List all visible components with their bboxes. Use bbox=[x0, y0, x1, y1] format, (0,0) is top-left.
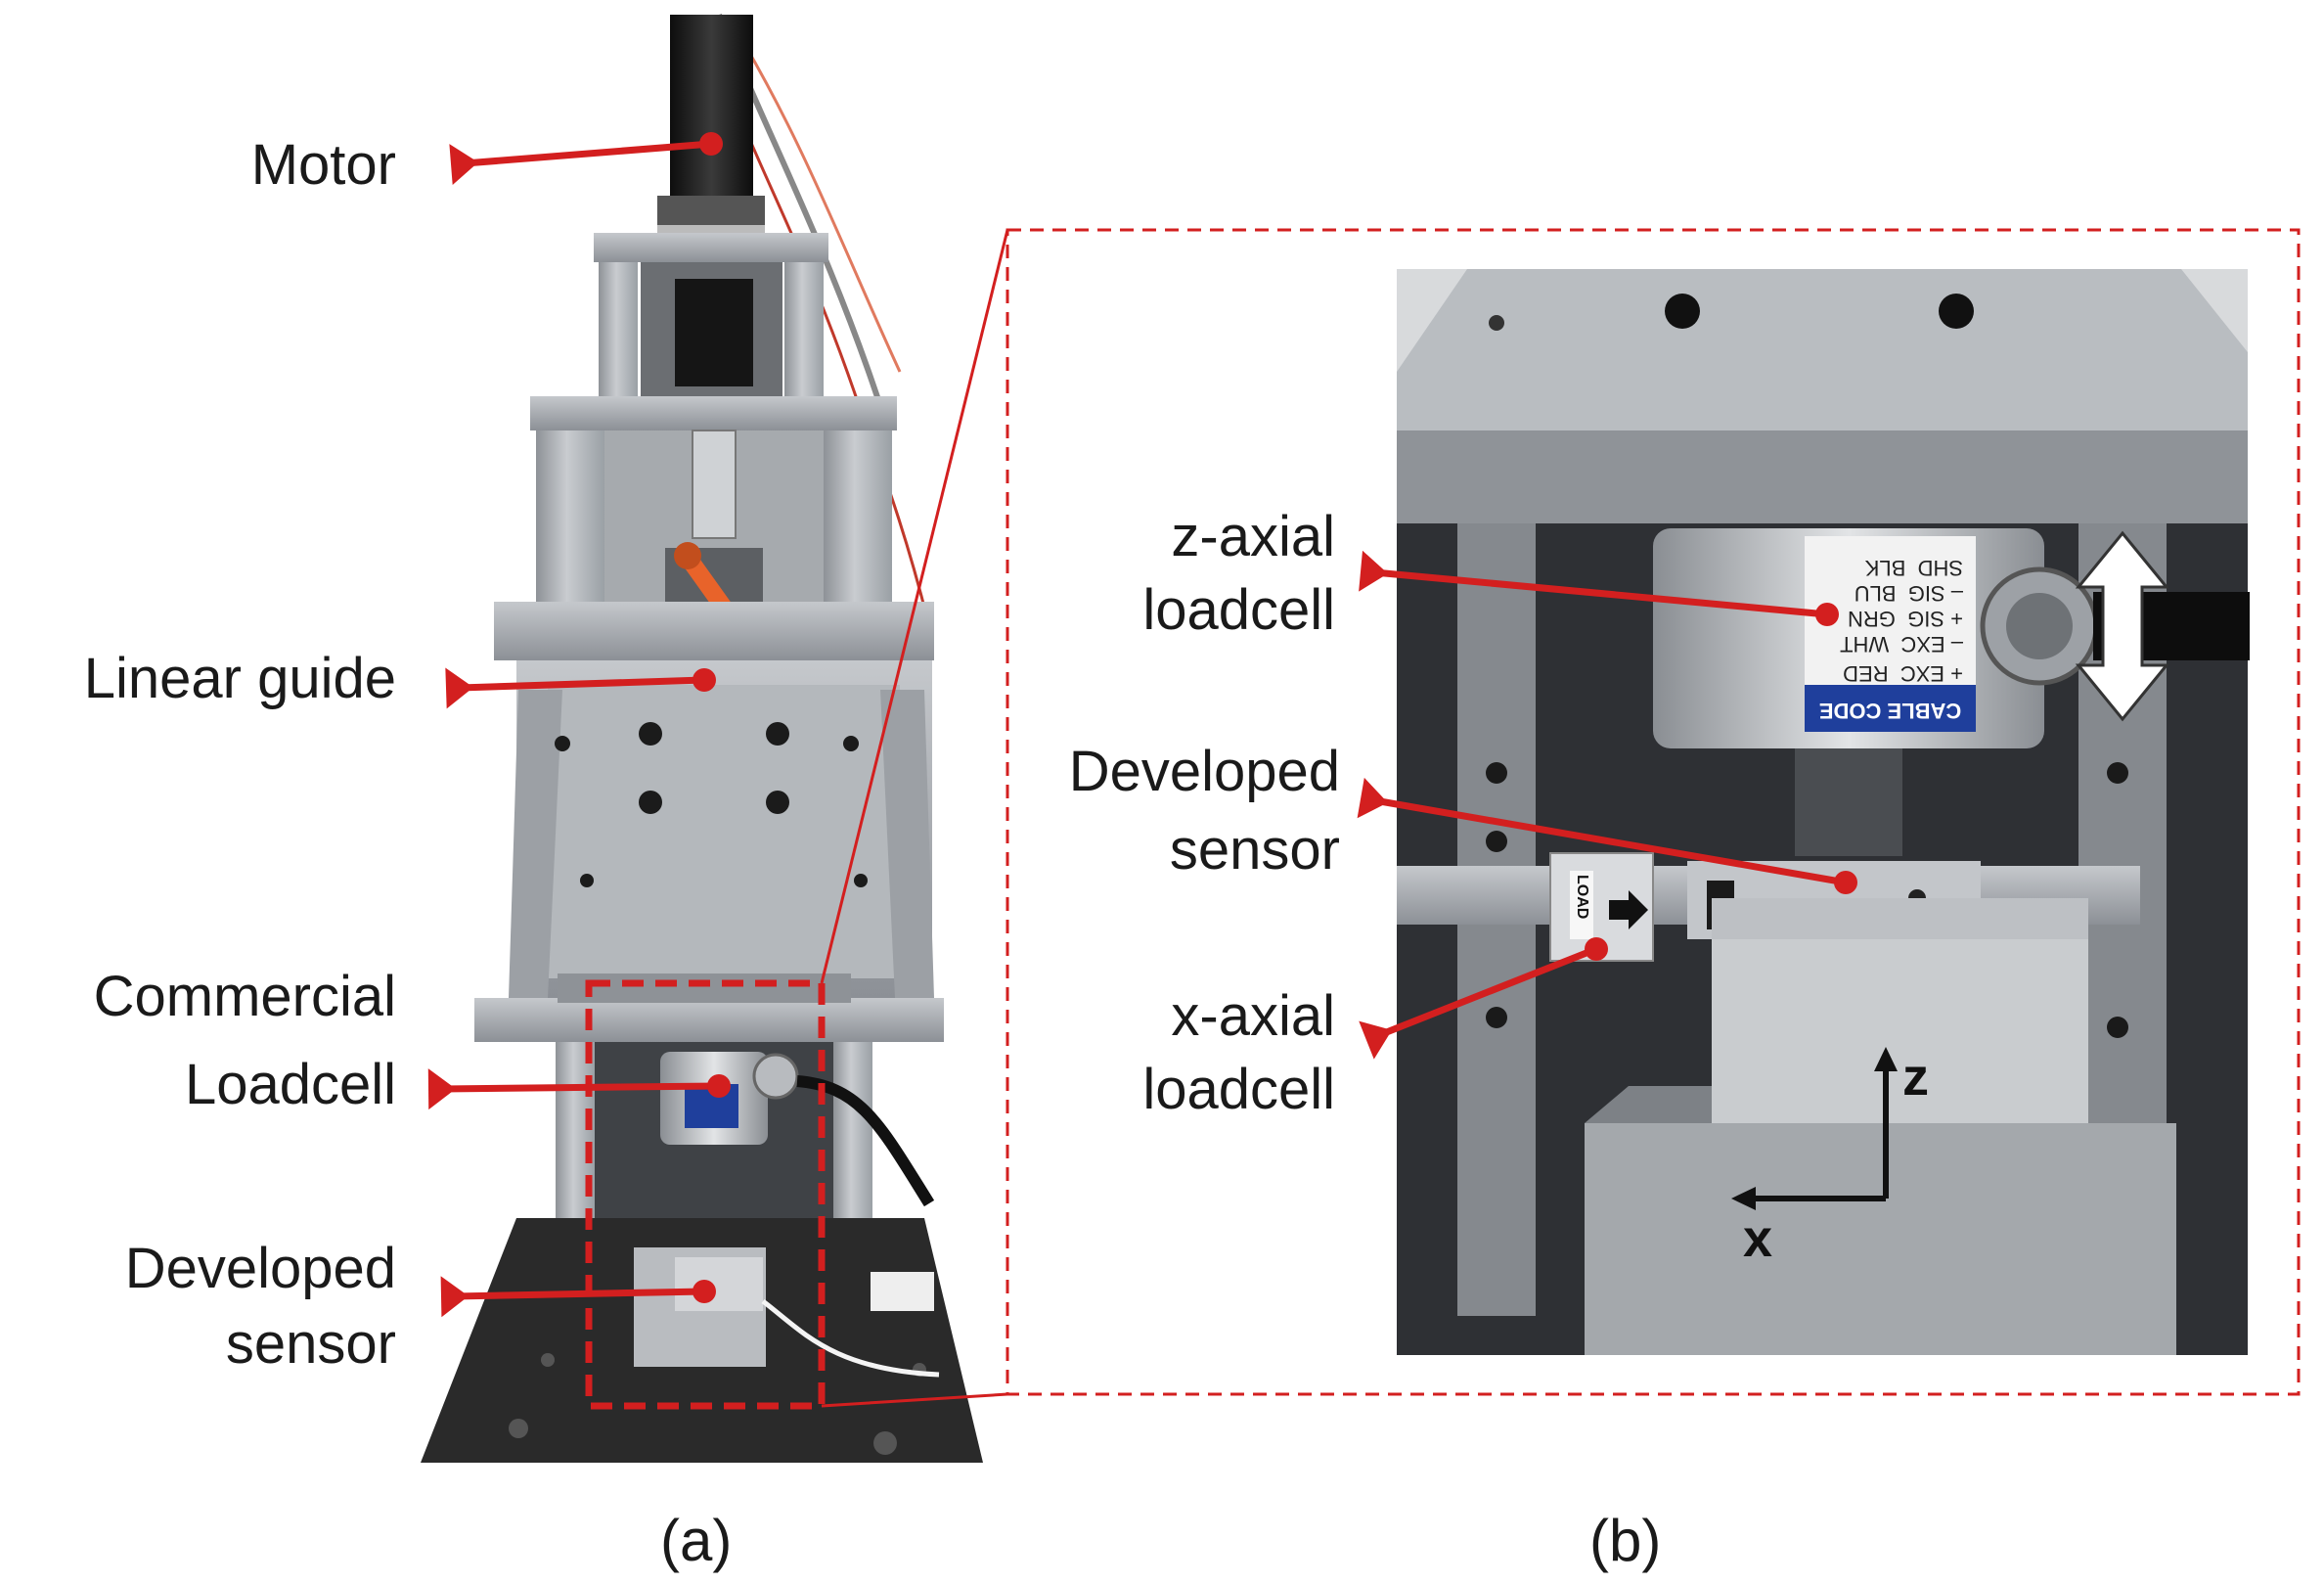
label-x-axial-line2: loadcell bbox=[1142, 1058, 1335, 1121]
label-linear-guide: Linear guide bbox=[83, 647, 396, 710]
caption-a: (a) bbox=[660, 1508, 733, 1573]
arrow-developed-sensor-a bbox=[440, 1276, 705, 1318]
loadcell-cable-code-plate: CABLE CODE + EXC RED – EXC WHT + SIG GRN… bbox=[1810, 540, 1971, 731]
plate-row: – EXC WHT bbox=[1840, 632, 1963, 656]
sensor-tag-text: LOAD bbox=[1574, 875, 1590, 920]
label-commercial-line1: Commercial bbox=[93, 965, 396, 1028]
annotation-arrows bbox=[427, 140, 1847, 1318]
zoom-frame-large bbox=[1006, 228, 2301, 1396]
plate-row: + EXC RED bbox=[1843, 661, 1963, 686]
label-developed-b-line1: Developed bbox=[1068, 740, 1340, 803]
label-z-axial-line1: z-axial bbox=[1171, 505, 1335, 568]
caption-b: (b) bbox=[1589, 1508, 1662, 1573]
plate-row: SHD BLK bbox=[1864, 556, 1963, 580]
plate-header: CABLE CODE bbox=[1810, 690, 1971, 731]
motor-body bbox=[670, 15, 753, 210]
annotation-dots bbox=[693, 132, 1857, 1303]
arrow-commercial-loadcell bbox=[427, 1068, 720, 1110]
label-x-axial-line1: x-axial bbox=[1171, 984, 1335, 1048]
plate-row: – SIG BLU bbox=[1854, 581, 1963, 606]
arrow-z-axial-loadcell bbox=[1359, 550, 1828, 618]
arrow-developed-sensor-b bbox=[1357, 777, 1847, 886]
photo-closeup bbox=[1397, 269, 2250, 1355]
double-arrow-icon bbox=[2075, 530, 2170, 722]
arrow-linear-guide bbox=[445, 667, 705, 709]
photo-rig bbox=[421, 13, 983, 1463]
axis-label-z: z bbox=[1902, 1048, 1929, 1107]
label-developed-a-line1: Developed bbox=[124, 1237, 396, 1300]
arrow-motor bbox=[449, 140, 712, 186]
label-developed-b-line2: sensor bbox=[1169, 818, 1340, 882]
zoom-connector-top bbox=[820, 229, 1009, 984]
plate-row: + SIG GRN bbox=[1848, 607, 1963, 631]
label-motor: Motor bbox=[250, 133, 396, 197]
arrow-x-axial-loadcell bbox=[1359, 945, 1598, 1060]
zoom-connector-bottom bbox=[821, 1392, 1008, 1408]
load-direction-icon bbox=[1609, 890, 1648, 929]
label-z-axial-line2: loadcell bbox=[1142, 578, 1335, 642]
axis-label-x: x bbox=[1743, 1209, 1773, 1268]
label-developed-a-line2: sensor bbox=[225, 1312, 396, 1376]
label-commercial-line2: Loadcell bbox=[184, 1053, 396, 1116]
zoom-box-small bbox=[585, 979, 826, 1410]
